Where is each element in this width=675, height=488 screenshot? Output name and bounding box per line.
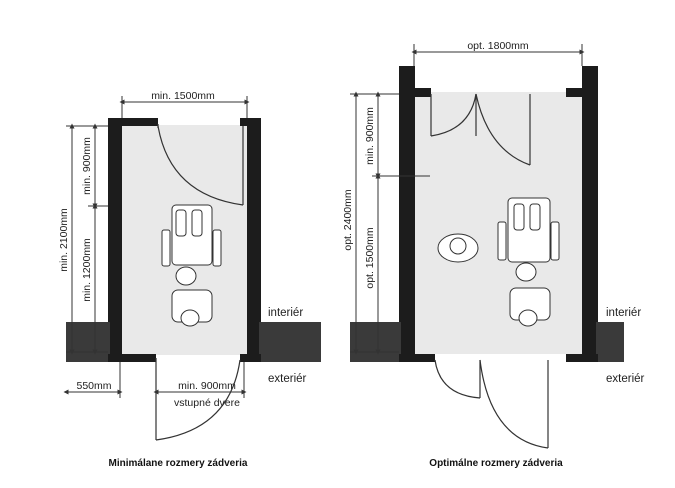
right-wall-east	[582, 66, 598, 362]
right-interior-label: interiér	[606, 307, 641, 319]
left-door-dim: min. 900mm	[178, 380, 236, 392]
right-exterior-label: exteriér	[606, 373, 645, 385]
right-inner-double-door	[430, 93, 531, 166]
left-wheelchair-figure	[161, 204, 222, 286]
left-wall-bottom-w	[108, 354, 156, 362]
right-depth-upper-dim: min. 900mm	[364, 107, 376, 165]
left-wall-bottom-e	[240, 354, 261, 362]
right-walking-figure	[509, 287, 551, 327]
right-caption: Optimálne rozmery zádveria	[429, 458, 563, 469]
right-plan: opt. 1800mm opt. 2400mm min. 900mm opt. …	[342, 40, 645, 469]
right-wall-bottom-w	[399, 354, 435, 362]
left-caption: Minimálane rozmery zádveria	[109, 458, 248, 469]
right-wall-bottom-e	[566, 354, 598, 362]
left-wall-top-w	[108, 118, 158, 126]
right-depth-lower-dim: opt. 1500mm	[364, 227, 376, 289]
left-door-label: vstupné dvere	[174, 397, 240, 409]
right-width-dim: opt. 1800mm	[467, 40, 529, 52]
left-depth-lower-dim: min. 1200mm	[81, 238, 93, 302]
right-wheelchair-figure	[497, 197, 560, 282]
right-wall-west	[399, 66, 415, 362]
left-facade-east	[259, 322, 321, 362]
left-inner-door	[157, 124, 244, 206]
left-walking-figure	[171, 289, 213, 327]
left-jamb-dim: 550mm	[76, 380, 111, 392]
left-depth-upper-dim: min. 900mm	[81, 137, 93, 195]
left-depth-total-dim: min. 2100mm	[58, 208, 70, 272]
left-facade-west	[66, 322, 110, 362]
left-width-dim: min. 1500mm	[151, 90, 215, 102]
left-wall-top-e	[240, 118, 261, 126]
right-facade-east	[596, 322, 624, 362]
right-turning-figure	[437, 233, 479, 263]
right-depth-total-dim: opt. 2400mm	[342, 189, 354, 251]
left-exterior-label: exteriér	[268, 373, 307, 385]
right-entrance-double-door	[434, 359, 549, 449]
right-wall-top-e	[566, 88, 598, 97]
left-interior-label: interiér	[268, 307, 303, 319]
left-wall-west	[108, 118, 122, 362]
right-wall-top-w	[399, 88, 431, 97]
right-facade-west	[350, 322, 401, 362]
left-wall-east	[247, 118, 261, 362]
left-plan: min. 1500mm min. 2100mm min. 900mm min. …	[58, 90, 321, 469]
left-entrance-door	[155, 358, 241, 441]
